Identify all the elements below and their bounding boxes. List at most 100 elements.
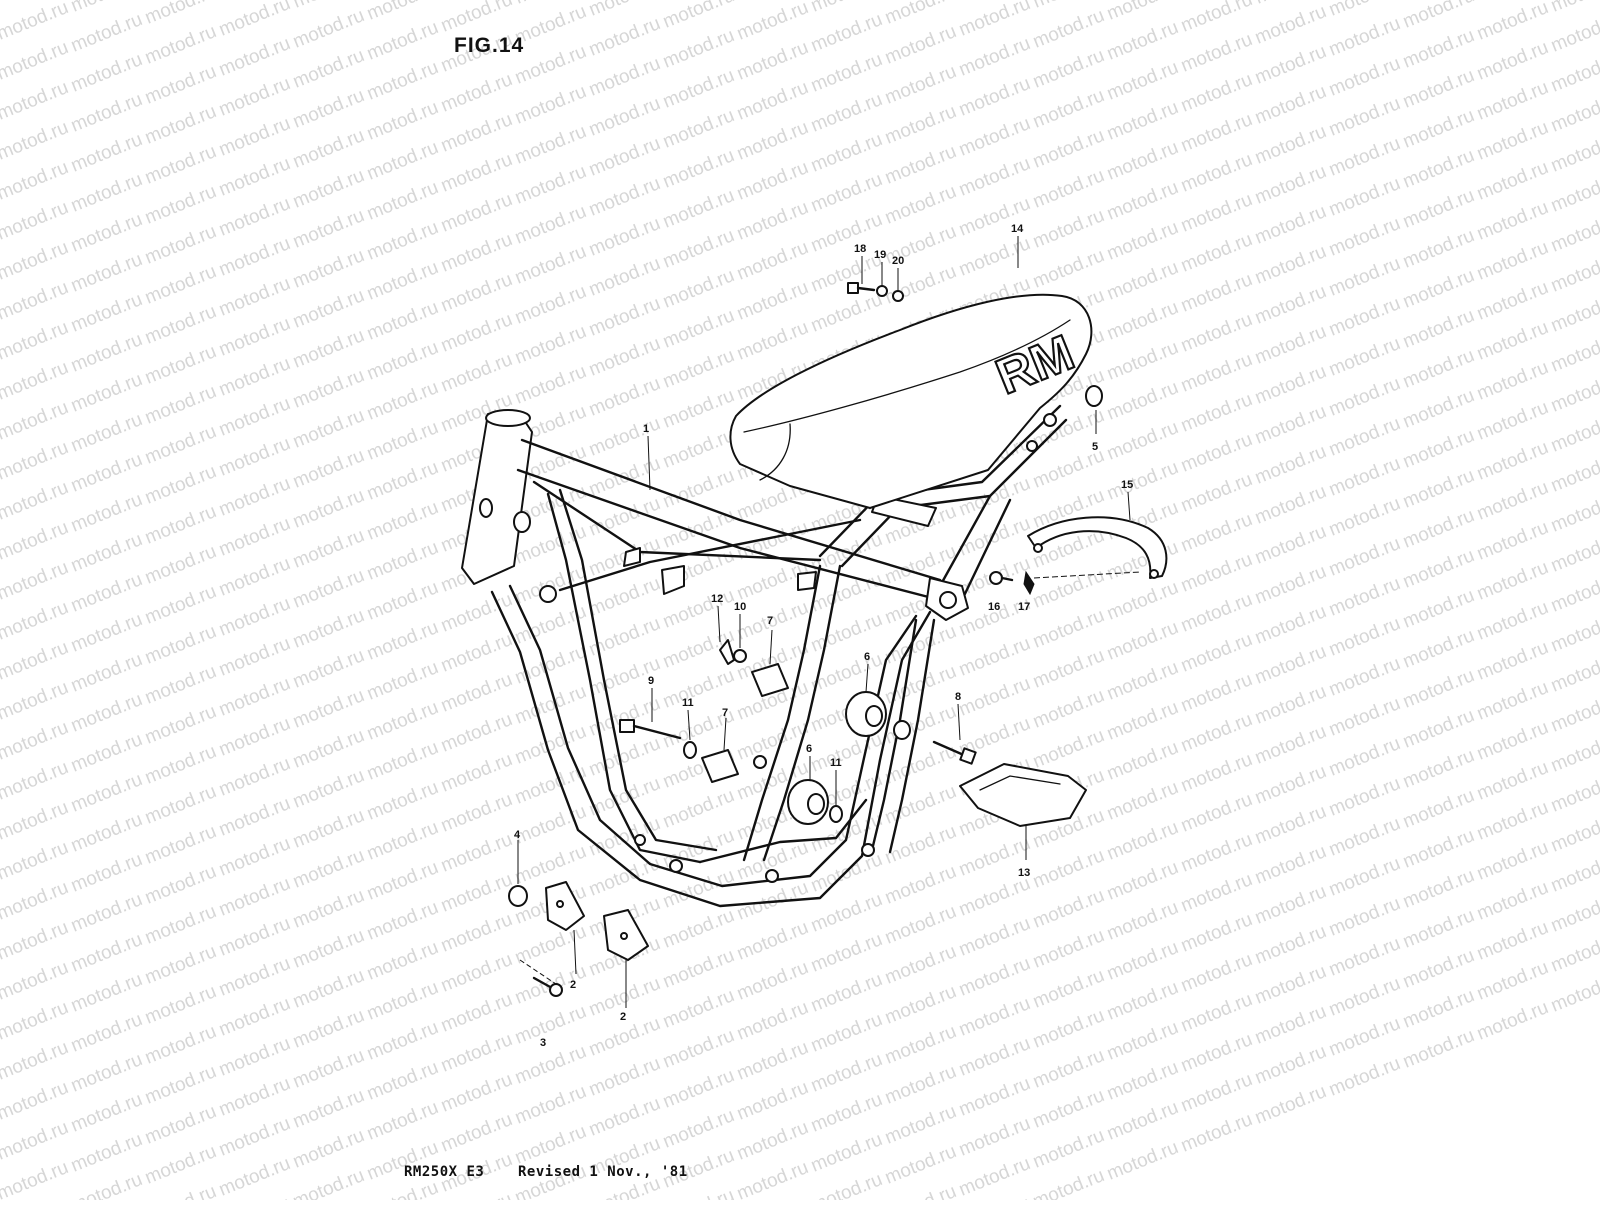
watermark-text: motod.ru bbox=[364, 657, 441, 705]
watermark-text: motod.ru bbox=[1326, 13, 1403, 61]
watermark-text: motod.ru bbox=[734, 317, 811, 365]
watermark-text: motod.ru bbox=[956, 913, 1033, 961]
callout-12: 12 bbox=[711, 593, 723, 605]
watermark-text: motod.ru bbox=[660, 305, 737, 353]
watermark-text: motod.ru bbox=[512, 801, 589, 849]
watermark-text: motod.ru bbox=[1104, 777, 1181, 825]
callout-20: 20 bbox=[892, 255, 904, 267]
seat-body bbox=[729, 293, 1093, 509]
nut-4 bbox=[508, 885, 528, 907]
watermark-text: motod.ru bbox=[142, 1101, 219, 1149]
watermark-text: motod.ru bbox=[142, 381, 219, 429]
watermark-text: motod.ru bbox=[1400, 705, 1477, 753]
spacer-7a bbox=[751, 663, 789, 697]
watermark-text: motod.ru bbox=[1178, 189, 1255, 237]
watermark-text: motod.ru bbox=[1326, 493, 1403, 541]
watermark-text: motod.ru bbox=[216, 353, 293, 401]
rear-upright-d bbox=[888, 618, 936, 854]
watermark-text: motod.ru bbox=[1400, 545, 1477, 593]
watermark-text: motod.ru bbox=[68, 289, 145, 337]
watermark-text: motod.ru bbox=[1252, 1081, 1329, 1129]
watermark-text: motod.ru bbox=[1474, 957, 1551, 1005]
watermark-text: motod.ru bbox=[808, 49, 885, 97]
watermark-text: motod.ru bbox=[290, 805, 367, 853]
watermark-text: motod.ru bbox=[660, 345, 737, 393]
watermark-text: motod.ru bbox=[1178, 949, 1255, 997]
watermark-text: motod.ru bbox=[438, 269, 515, 317]
watermark-text: motod.ru bbox=[216, 1073, 293, 1121]
watermark-text: motod.ru bbox=[1400, 985, 1477, 1033]
watermark-text: motod.ru bbox=[68, 889, 145, 937]
watermark-text: motod.ru bbox=[1252, 281, 1329, 329]
watermark-text: motod.ru bbox=[216, 593, 293, 641]
bracket-15-hole-b bbox=[1149, 569, 1159, 579]
watermark-text: motod.ru bbox=[1474, 37, 1551, 85]
second-down-tube-a bbox=[546, 492, 702, 864]
watermark-text: motod.ru bbox=[1326, 893, 1403, 941]
watermark-text: motod.ru bbox=[1252, 241, 1329, 289]
watermark-text: motod.ru bbox=[68, 129, 145, 177]
watermark-text: motod.ru bbox=[956, 473, 1033, 521]
watermark-text: motod.ru bbox=[882, 901, 959, 949]
callout-11a: 11 bbox=[682, 697, 694, 709]
watermark-text: motod.ru bbox=[438, 309, 515, 357]
watermark-text: motod.ru bbox=[1178, 549, 1255, 597]
watermark-text: motod.ru bbox=[1326, 1013, 1403, 1061]
washer-11b bbox=[829, 805, 843, 823]
callout-18: 18 bbox=[854, 243, 866, 255]
steering-head-top bbox=[485, 409, 531, 427]
watermark-text: motod.ru bbox=[142, 341, 219, 389]
watermark-text: motod.ru bbox=[1104, 377, 1181, 425]
watermark-text: motod.ru bbox=[438, 709, 515, 757]
watermark-text: motod.ru bbox=[660, 585, 737, 633]
watermark-text: motod.ru bbox=[956, 153, 1033, 201]
watermark-text: motod.ru bbox=[216, 793, 293, 841]
watermark-text: motod.ru bbox=[68, 9, 145, 57]
watermark-text: motod.ru bbox=[142, 821, 219, 869]
watermark-text: motod.ru bbox=[1104, 1057, 1181, 1105]
watermark-text: motod.ru bbox=[586, 253, 663, 301]
watermark-text: motod.ru bbox=[1400, 305, 1477, 353]
watermark-text: motod.ru bbox=[660, 225, 737, 273]
watermark-text: motod.ru bbox=[1252, 521, 1329, 569]
watermark-text: motod.ru bbox=[1474, 477, 1551, 525]
watermark-text: motod.ru bbox=[882, 141, 959, 189]
callout-7b: 7 bbox=[722, 707, 728, 719]
watermark-text: motod.ru bbox=[1326, 933, 1403, 981]
watermark-text: motod.ru bbox=[68, 329, 145, 377]
watermark-text: motod.ru bbox=[1252, 721, 1329, 769]
watermark-text: motod.ru bbox=[1178, 29, 1255, 77]
watermark-text: motod.ru bbox=[1400, 625, 1477, 673]
watermark-text: motod.ru bbox=[1252, 1001, 1329, 1049]
watermark-text: motod.ru bbox=[1178, 589, 1255, 637]
pivot-hole bbox=[939, 591, 957, 609]
callout-2b: 2 bbox=[620, 1011, 626, 1023]
watermark-text: motod.ru bbox=[956, 993, 1033, 1041]
watermark-text: motod.ru bbox=[1178, 349, 1255, 397]
watermark-text: motod.ru bbox=[956, 1113, 1033, 1161]
watermark-text: motod.ru bbox=[1104, 97, 1181, 145]
rear-stay-2 bbox=[960, 498, 1012, 602]
watermark-text: motod.ru bbox=[1178, 1069, 1255, 1117]
callout-1: 1 bbox=[643, 423, 649, 435]
watermark-text: motod.ru bbox=[734, 237, 811, 285]
watermark-text: motod.ru bbox=[142, 261, 219, 309]
watermark-text: motod.ru bbox=[68, 369, 145, 417]
rear-mount-hole-2 bbox=[1026, 440, 1038, 452]
watermark-text: motod.ru bbox=[882, 821, 959, 869]
watermark-text: motod.ru bbox=[808, 169, 885, 217]
watermark-text: motod.ru bbox=[1178, 509, 1255, 557]
watermark-text: motod.ru bbox=[68, 169, 145, 217]
watermark-text: motod.ru bbox=[586, 613, 663, 661]
watermark-text: motod.ru bbox=[1252, 441, 1329, 489]
watermark-text: motod.ru bbox=[364, 137, 441, 185]
watermark-text: motod.ru bbox=[1104, 577, 1181, 625]
small-parts bbox=[508, 282, 1168, 997]
watermark-text: motod.ru bbox=[1474, 877, 1551, 925]
watermark-text: motod.ru bbox=[1474, 317, 1551, 365]
watermark-text: motod.ru bbox=[1474, 117, 1551, 165]
watermark-text: motod.ru bbox=[1030, 125, 1107, 173]
watermark-text: motod.ru bbox=[364, 737, 441, 785]
watermark-text: motod.ru bbox=[216, 513, 293, 561]
watermark-text: motod.ru bbox=[660, 785, 737, 833]
